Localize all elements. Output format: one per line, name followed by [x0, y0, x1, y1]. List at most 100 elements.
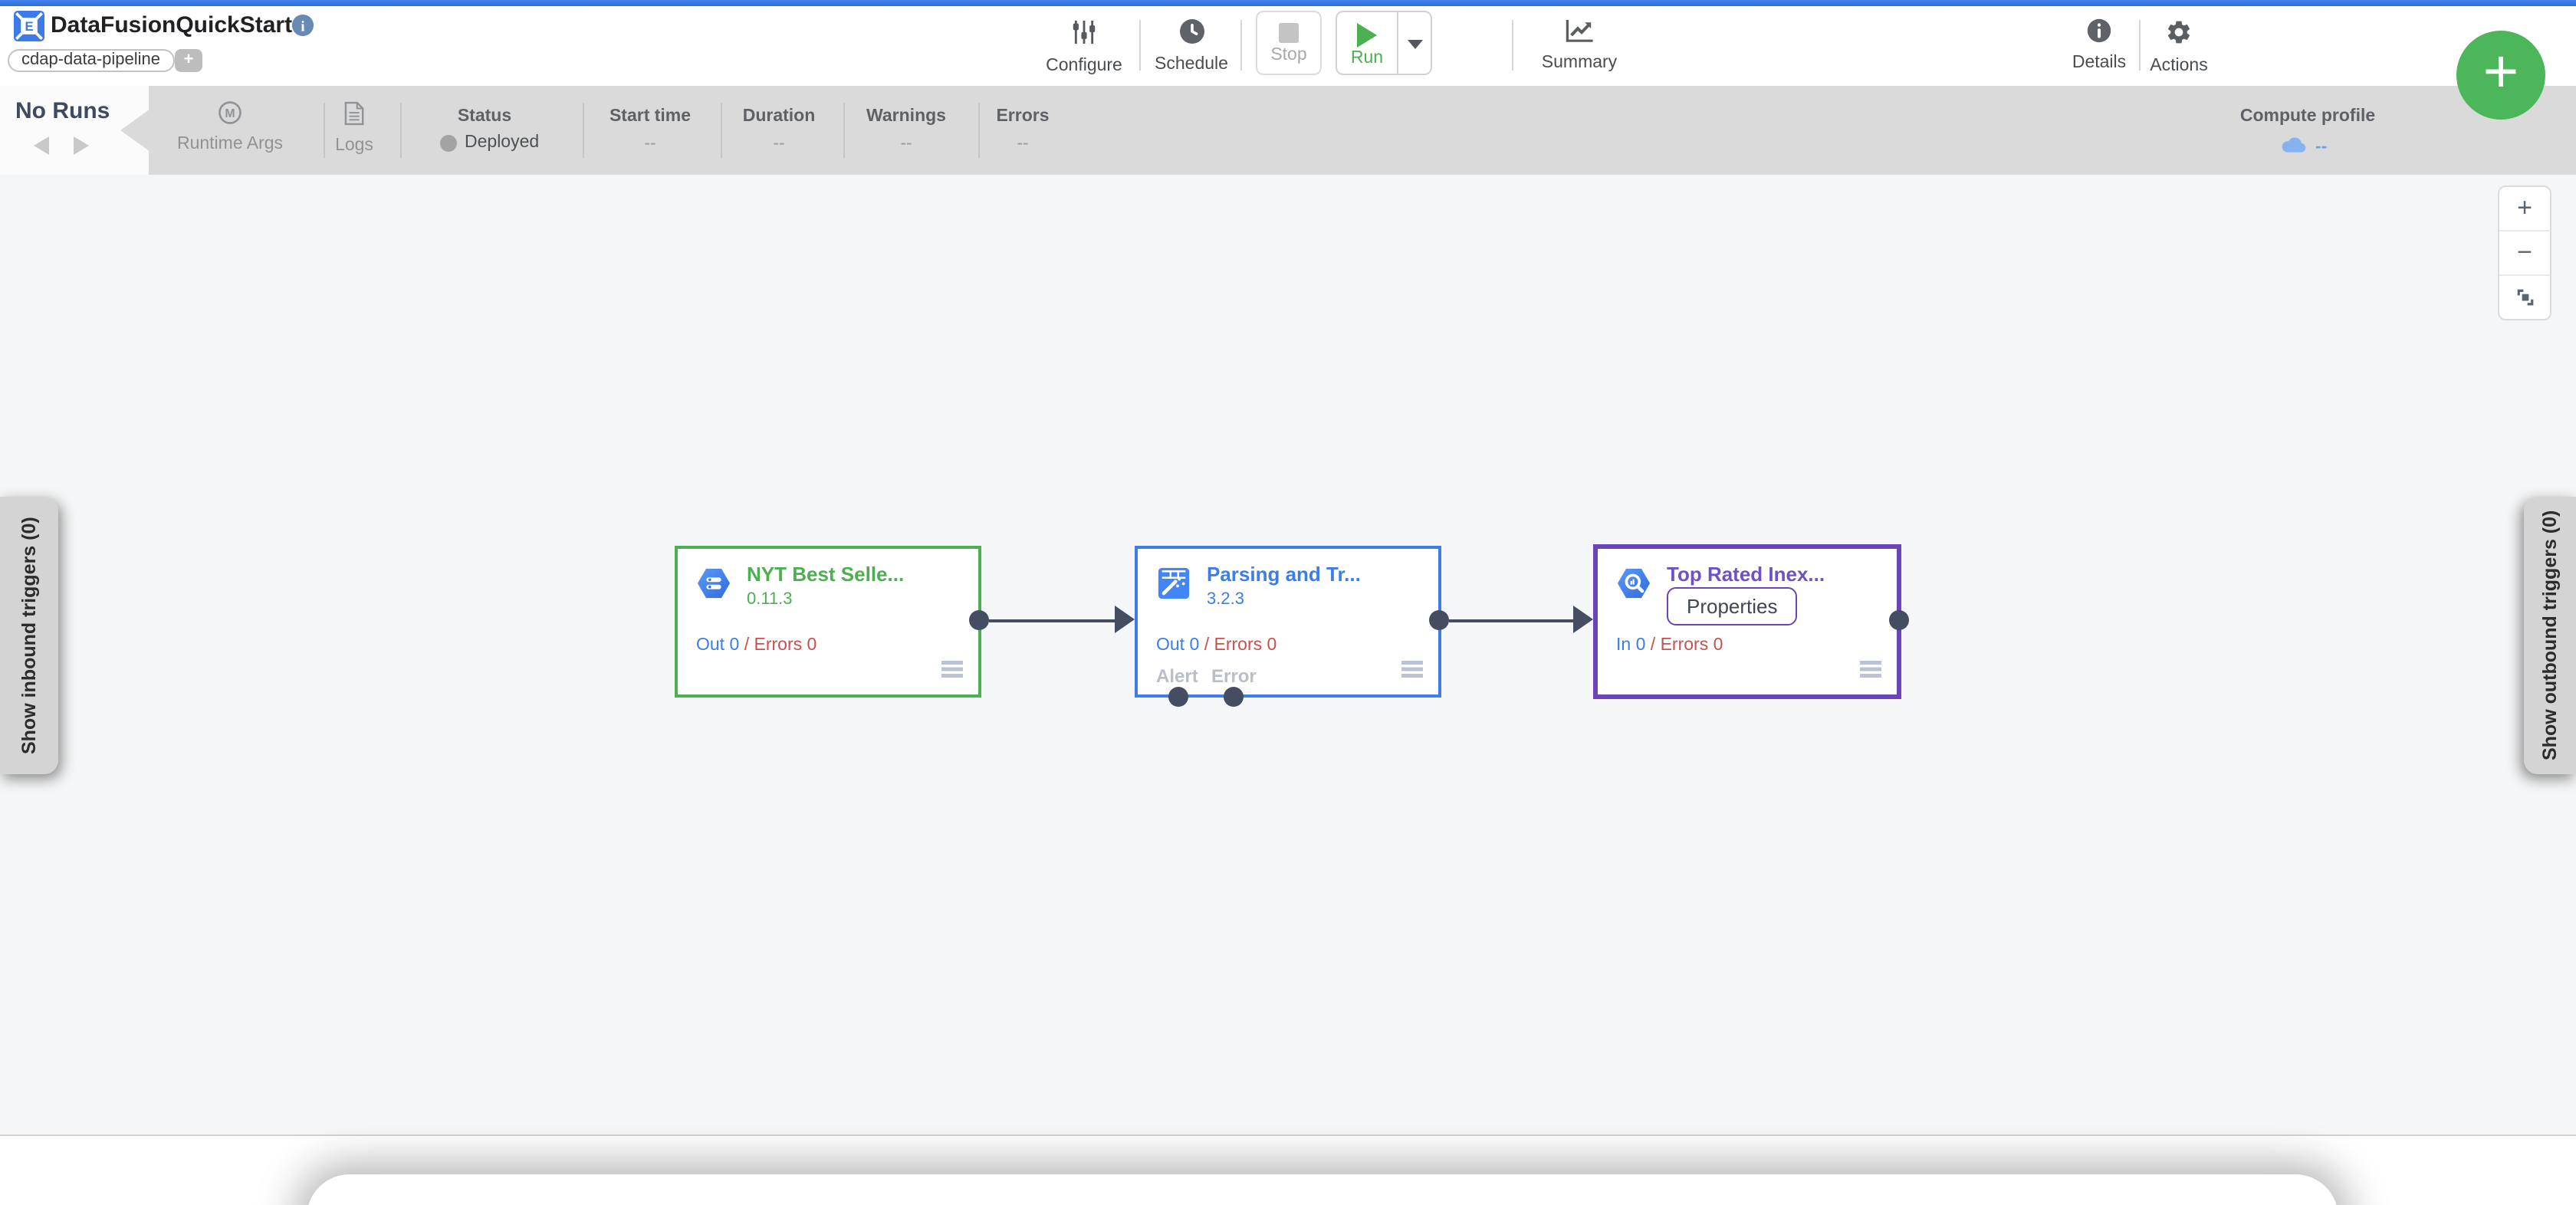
- schedule-button[interactable]: Schedule: [1133, 18, 1250, 74]
- warnings-value: --: [900, 135, 912, 153]
- node-metrics: Out 0 / Errors 0: [696, 636, 816, 655]
- output-port[interactable]: [969, 610, 989, 630]
- configure-button[interactable]: Configure: [1026, 18, 1142, 75]
- pipeline-node-transform[interactable]: Parsing and Tr... 3.2.3 Out 0 / Errors 0…: [1135, 546, 1441, 698]
- node-menu-button[interactable]: [1401, 661, 1423, 678]
- compute-profile-header: Compute profile: [2239, 107, 2376, 126]
- summary-label: Summary: [1541, 54, 1618, 72]
- details-button[interactable]: Details: [2041, 18, 2157, 72]
- runbar-divider: [583, 103, 584, 158]
- runtime-args-button[interactable]: M Runtime Args: [177, 101, 283, 153]
- metric-separator: /: [1650, 636, 1656, 655]
- start-time-header: Start time: [609, 107, 692, 126]
- edge-arrowhead-icon: [1573, 606, 1593, 633]
- error-records-metric: Errors 0: [1660, 636, 1723, 655]
- fit-to-screen-button[interactable]: [2499, 276, 2550, 320]
- sliders-icon: [1072, 18, 1096, 46]
- runbar-divider: [978, 103, 980, 158]
- node-title: NYT Best Selle...: [747, 563, 905, 586]
- pipeline-info-icon[interactable]: i: [291, 14, 314, 37]
- configure-label: Configure: [1046, 57, 1122, 75]
- error-port-label: Error: [1211, 665, 1257, 687]
- runbar-divider: [324, 103, 325, 158]
- next-run-button[interactable]: [74, 136, 89, 155]
- zoom-in-button[interactable]: +: [2499, 187, 2550, 231]
- stop-label: Stop: [1270, 46, 1307, 64]
- zoom-controls: + −: [2498, 186, 2551, 320]
- node-version: 0.11.3: [747, 590, 793, 609]
- runbar-divider: [721, 103, 722, 158]
- actions-button[interactable]: Actions: [2121, 18, 2237, 75]
- compute-profile-value: --: [2315, 138, 2328, 156]
- output-port[interactable]: [1429, 610, 1449, 630]
- outbound-triggers-label: Show outbound triggers (0): [2539, 510, 2561, 761]
- add-tag-button[interactable]: +: [175, 49, 202, 72]
- add-entity-fab-button[interactable]: +: [2456, 31, 2545, 120]
- edge-arrowhead-icon: [1115, 606, 1135, 633]
- zoom-out-button[interactable]: −: [2499, 231, 2550, 276]
- out-records-metric: Out 0: [696, 636, 740, 655]
- svg-text:i: i: [301, 19, 304, 35]
- stop-icon: [1279, 23, 1299, 43]
- chevron-down-icon: [1407, 40, 1422, 49]
- show-outbound-triggers-button[interactable]: Show outbound triggers (0): [2524, 497, 2576, 774]
- runbar-divider: [843, 103, 845, 158]
- gear-icon: [2165, 18, 2193, 46]
- toolbar-divider: [2139, 20, 2141, 71]
- no-runs-label: No Runs: [15, 98, 110, 124]
- node-metrics: Out 0 / Errors 0: [1156, 636, 1276, 655]
- run-label: Run: [1350, 49, 1384, 67]
- node-menu-button[interactable]: [941, 661, 963, 678]
- previous-run-button[interactable]: [34, 136, 49, 155]
- details-label: Details: [2072, 54, 2127, 72]
- in-records-metric: In 0: [1616, 636, 1646, 655]
- info-icon: [2087, 18, 2111, 46]
- metric-separator: /: [1204, 636, 1210, 655]
- run-options-button[interactable]: [1397, 11, 1432, 75]
- run-button[interactable]: Run: [1336, 11, 1398, 75]
- metric-separator: /: [744, 636, 750, 655]
- warnings-header: Warnings: [866, 107, 946, 126]
- inbound-triggers-label: Show inbound triggers (0): [18, 517, 40, 754]
- out-records-metric: Out 0: [1156, 636, 1200, 655]
- error-records-metric: Errors 0: [754, 636, 817, 655]
- schedule-label: Schedule: [1155, 55, 1228, 74]
- chart-icon: [1565, 18, 1594, 46]
- toolbar-divider: [1240, 20, 1242, 71]
- cloud-icon: [2282, 133, 2306, 161]
- start-time-value: --: [644, 135, 656, 153]
- run-status-bar: No Runs M Runtime Args Logs: [0, 86, 2576, 175]
- logs-button[interactable]: Logs: [335, 101, 373, 155]
- stop-button[interactable]: Stop: [1256, 11, 1322, 75]
- output-port[interactable]: [1889, 610, 1909, 630]
- engine-type-badge: cdap-data-pipeline: [8, 49, 175, 72]
- node-menu-button[interactable]: [1860, 661, 1881, 678]
- pipeline-node-sink[interactable]: Top Rated Inex... Properties In 0 / Erro…: [1593, 544, 1901, 699]
- bigquery-source-icon: [696, 566, 731, 601]
- runtime-args-label: Runtime Args: [176, 135, 284, 153]
- top-accent-bar: [0, 0, 2576, 6]
- page-title: DataFusionQuickStart: [51, 12, 293, 38]
- summary-button[interactable]: Summary: [1521, 18, 1638, 72]
- show-inbound-triggers-button[interactable]: Show inbound triggers (0): [0, 497, 58, 774]
- play-icon: [1357, 23, 1377, 48]
- properties-button[interactable]: Properties: [1667, 587, 1798, 625]
- status-value: Deployed: [465, 133, 540, 152]
- wrangler-icon: [1156, 566, 1191, 601]
- svg-text:E: E: [25, 19, 33, 34]
- pipeline-node-source[interactable]: NYT Best Selle... 0.11.3 Out 0 / Errors …: [675, 546, 981, 698]
- compute-profile-selector[interactable]: --: [2282, 133, 2327, 161]
- runbar-divider: [400, 103, 402, 158]
- toolbar-divider: [1512, 20, 1513, 71]
- error-records-metric: Errors 0: [1214, 636, 1277, 655]
- bigquery-sink-icon: [1616, 566, 1651, 601]
- error-port[interactable]: [1224, 687, 1244, 707]
- pipeline-canvas[interactable]: + − Show inbound triggers (0) Show outbo…: [0, 175, 2576, 1134]
- errors-value: --: [1017, 135, 1029, 153]
- node-metrics: In 0 / Errors 0: [1616, 636, 1723, 655]
- duration-value: --: [773, 135, 785, 153]
- runtime-args-icon: M: [219, 101, 242, 130]
- actions-label: Actions: [2150, 57, 2208, 75]
- alert-port[interactable]: [1168, 687, 1188, 707]
- top-bar: E DataFusionQuickStart i cdap-data-pipel…: [0, 6, 2576, 86]
